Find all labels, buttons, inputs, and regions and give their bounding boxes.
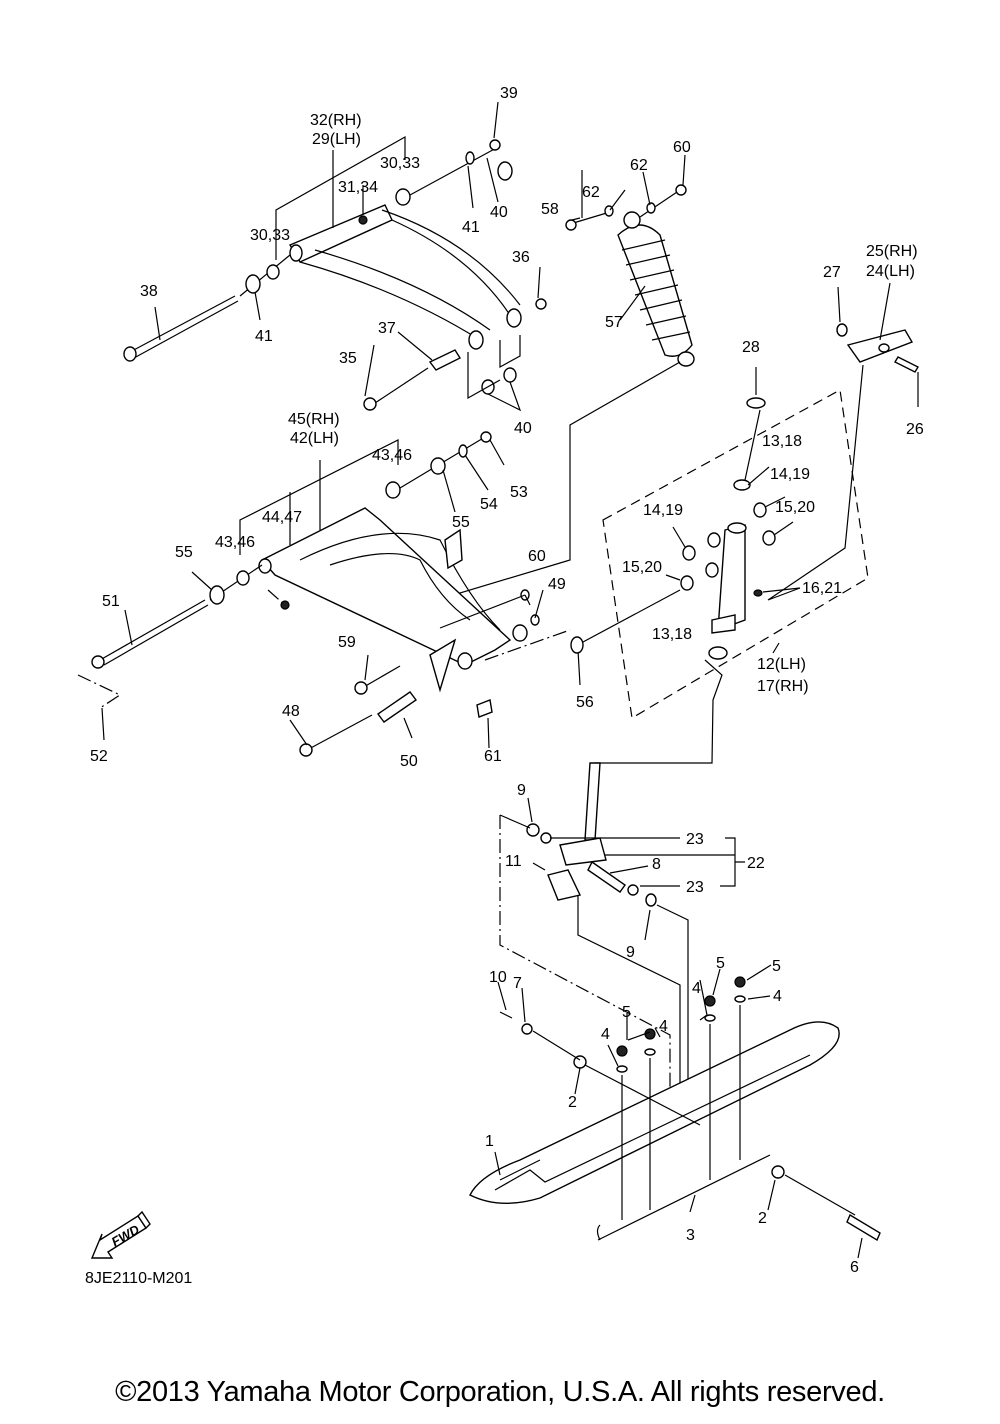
callout-5-c: 5 (622, 1004, 631, 1021)
callout-37: 37 (378, 320, 396, 337)
callout-36: 36 (512, 249, 530, 266)
callout-40-a: 40 (490, 204, 508, 221)
callout-38: 38 (140, 283, 158, 300)
callout-10: 10 (489, 969, 507, 986)
callout-5-a: 5 (716, 955, 725, 972)
callout-55-a: 55 (175, 544, 193, 561)
diagram-code: 8JE2110-M201 (85, 1270, 193, 1287)
callout-13-18-b: 13,18 (652, 626, 692, 643)
forward-arrow-icon: FWD (90, 1210, 151, 1259)
callout-23-a: 23 (686, 831, 704, 848)
callout-16-21: 16,21 (802, 580, 842, 597)
copyright-notice: ©2013 Yamaha Motor Corporation, U.S.A. A… (115, 1376, 885, 1408)
callout-52: 52 (90, 748, 108, 765)
callout-43-46-a: 43,46 (215, 534, 255, 551)
callout-41-b: 41 (462, 219, 480, 236)
callout-51: 51 (102, 593, 120, 610)
callout-22: 22 (747, 855, 765, 872)
callout-55-b: 55 (452, 514, 470, 531)
callout-60-b: 60 (528, 548, 546, 565)
callout-40-b: 40 (514, 420, 532, 437)
lower-a-arm (258, 507, 528, 693)
spindle-housing (705, 522, 747, 634)
callout-41-a: 41 (255, 328, 273, 345)
callout-32: 32(RH) (310, 112, 362, 129)
callout-14-19-b: 14,19 (770, 466, 810, 483)
callout-61: 61 (484, 748, 502, 765)
callout-44-47: 44,47 (262, 509, 302, 526)
callout-12: 12(LH) (757, 656, 806, 673)
callout-28: 28 (742, 339, 760, 356)
callout-35: 35 (339, 350, 357, 367)
callout-62-a: 62 (582, 184, 600, 201)
callout-9-b: 9 (626, 944, 635, 961)
callout-4-d: 4 (601, 1026, 610, 1043)
callout-7: 7 (513, 975, 522, 992)
callout-27: 27 (823, 264, 841, 281)
callout-6: 6 (850, 1259, 859, 1276)
shock-absorber-57 (617, 211, 695, 367)
callout-62-b: 62 (630, 157, 648, 174)
callout-25: 25(RH) (866, 243, 918, 260)
callout-53: 53 (510, 484, 528, 501)
callout-5-b: 5 (772, 958, 781, 975)
callout-48: 48 (282, 703, 300, 720)
callout-50: 50 (400, 753, 418, 770)
callout-26: 26 (906, 421, 924, 438)
callout-39: 39 (500, 85, 518, 102)
callout-23-b: 23 (686, 879, 704, 896)
upper-a-arm (288, 204, 522, 350)
callout-29: 29(LH) (312, 131, 361, 148)
callout-15-20-a: 15,20 (622, 559, 662, 576)
callout-42: 42(LH) (290, 430, 339, 447)
ski (469, 1021, 840, 1241)
callout-58: 58 (541, 201, 559, 218)
callout-24: 24(LH) (866, 263, 915, 280)
callout-3: 3 (686, 1227, 695, 1244)
callout-2-b: 2 (758, 1210, 767, 1227)
callout-11: 11 (505, 853, 522, 870)
callout-43-46-b: 43,46 (372, 447, 412, 464)
bolt-38 (123, 295, 239, 362)
callout-8: 8 (652, 856, 661, 873)
callout-4-c: 4 (659, 1018, 668, 1035)
callout-30-33-a: 30,33 (250, 227, 290, 244)
callout-54: 54 (480, 496, 498, 513)
callout-1: 1 (485, 1133, 494, 1150)
callout-60-a: 60 (673, 139, 691, 156)
callout-4-a: 4 (692, 980, 701, 997)
callout-14-19-a: 14,19 (643, 502, 683, 519)
callout-49: 49 (548, 576, 566, 593)
callout-labels: 39 32(RH) 29(LH) 30,33 31,34 30,33 41 40… (90, 85, 924, 1276)
callout-2-a: 2 (568, 1094, 577, 1111)
callout-59: 59 (338, 634, 356, 651)
callout-4-b: 4 (773, 988, 782, 1005)
callout-30-33-b: 30,33 (380, 155, 420, 172)
callout-57: 57 (605, 314, 623, 331)
callout-17: 17(RH) (757, 678, 809, 695)
callout-56: 56 (576, 694, 594, 711)
callout-31-34: 31,34 (338, 179, 378, 196)
callout-13-18-a: 13,18 (762, 433, 802, 450)
callout-45: 45(RH) (288, 411, 340, 428)
callout-15-20-b: 15,20 (775, 499, 815, 516)
callout-9-a: 9 (517, 782, 526, 799)
